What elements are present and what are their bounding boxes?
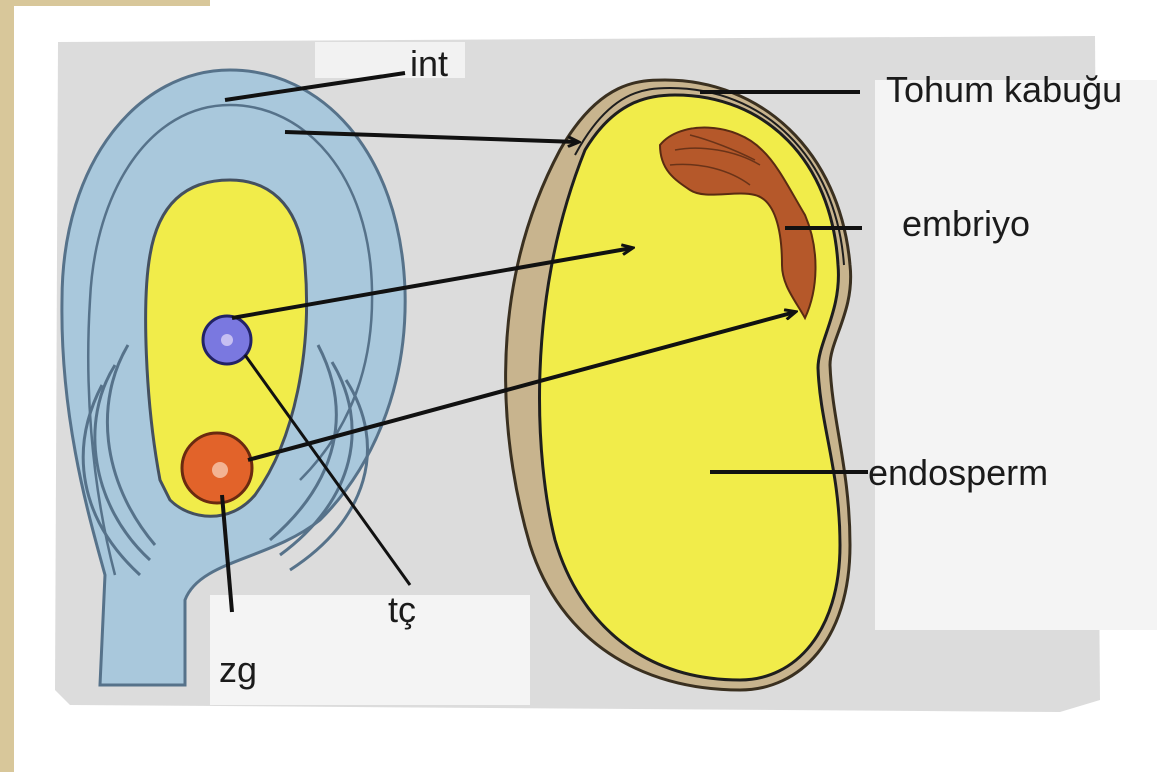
label-endosperm: endosperm	[868, 455, 1048, 491]
polar-nucleus-cell	[203, 316, 251, 364]
left-border-strip	[0, 0, 14, 772]
seed	[506, 80, 851, 690]
label-zg: zg	[219, 652, 257, 688]
zygote-cell	[182, 433, 252, 503]
label-int: int	[410, 46, 448, 82]
label-backdrop-bottom	[210, 595, 530, 705]
label-backdrop-right	[875, 80, 1157, 630]
label-seed-coat: Tohum kabuğu	[886, 72, 1122, 108]
label-tc: tç	[388, 592, 416, 628]
top-left-border-strip	[0, 0, 210, 6]
label-embryo: embriyo	[902, 206, 1030, 242]
